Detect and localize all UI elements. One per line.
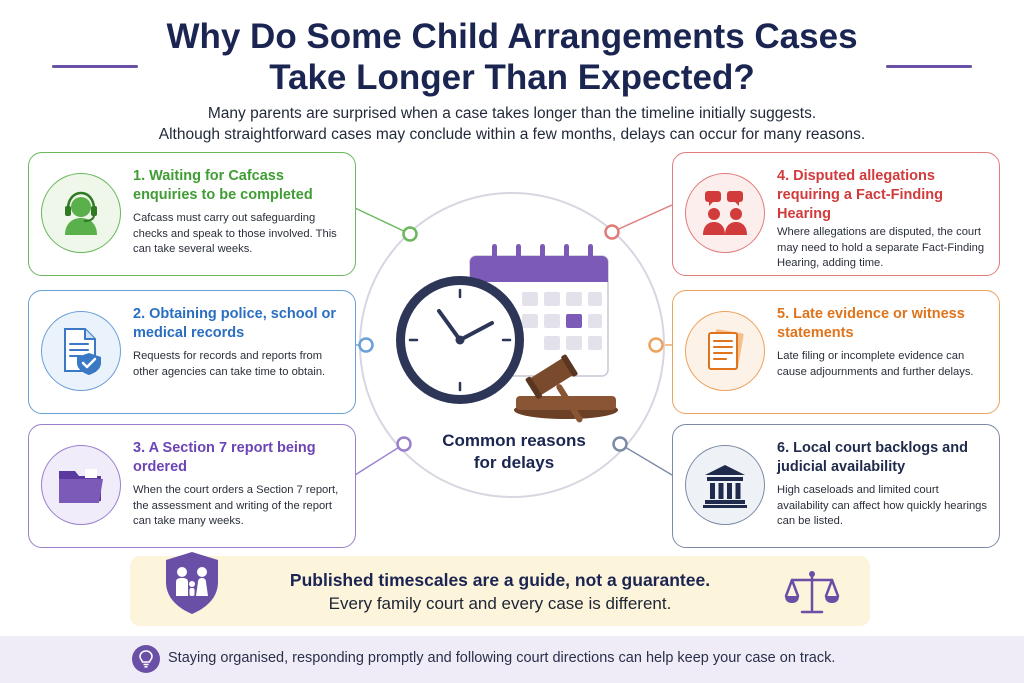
connector-1 [354, 207, 411, 235]
lightbulb-icon [132, 645, 160, 673]
icon-badge [685, 445, 765, 525]
headset-person-icon [65, 191, 97, 235]
reason-card-fact-finding: 4. Disputed allegations requiring a Fact… [672, 152, 1000, 276]
banner-title: Published timescales are a guide, not a … [289, 570, 711, 590]
document-shield-icon [64, 328, 101, 375]
card-title: 1. Waiting for Cafcass enquiries to be c… [133, 168, 313, 203]
reason-card-late-evidence: 5. Late evidence or witness statements L… [672, 290, 1000, 414]
center-label-line-1: Common reasons [442, 431, 586, 450]
card-body: High caseloads and limited court availab… [777, 484, 987, 527]
clock-icon [396, 276, 524, 404]
node-3 [396, 436, 412, 452]
connector-4 [611, 204, 673, 233]
calendar-icon [469, 244, 609, 377]
reason-card-records: 2. Obtaining police, school or medical r… [28, 290, 356, 414]
papers-icon [708, 329, 744, 370]
card-body: When the court orders a Section 7 report… [133, 484, 339, 527]
icon-badge [685, 311, 765, 391]
icon-badge [685, 173, 765, 253]
connector-3 [354, 443, 405, 476]
banner-subtitle: Every family court and every case is dif… [328, 594, 672, 613]
icon-badge [41, 173, 121, 253]
card-body: Cafcass must carry out safeguarding chec… [133, 212, 337, 255]
family-shield-icon [166, 552, 218, 614]
people-speech-icon [703, 191, 747, 235]
title-decoration-right [886, 65, 972, 68]
reason-card-court-backlogs: 6. Local court backlogs and judicial ava… [672, 424, 1000, 548]
connector-6 [619, 443, 673, 476]
card-title: 6. Local court backlogs and judicial ava… [777, 440, 968, 475]
courthouse-icon [703, 465, 747, 508]
node-6 [612, 436, 628, 452]
reason-card-cafcass: 1. Waiting for Cafcass enquiries to be c… [28, 152, 356, 276]
card-body: Requests for records and reports from ot… [133, 350, 326, 378]
card-title: 4. Disputed allegations requiring a Fact… [777, 168, 943, 222]
card-title: 2. Obtaining police, school or medical r… [133, 306, 337, 341]
icon-badge [41, 311, 121, 391]
guarantee-banner: Published timescales are a guide, not a … [130, 552, 870, 626]
card-title: 5. Late evidence or witness statements [777, 306, 965, 341]
title-line-2: Take Longer Than Expected? [269, 58, 755, 97]
card-body: Where allegations are disputed, the cour… [777, 226, 985, 269]
center-label: Common reasons for delays [414, 430, 614, 474]
card-title: 3. A Section 7 report being ordered [133, 440, 316, 475]
scales-of-justice-icon [784, 571, 840, 614]
gavel-icon [514, 354, 618, 423]
page-title: Why Do Some Child Arrangements Cases Tak… [112, 16, 912, 98]
card-body: Late filing or incomplete evidence can c… [777, 350, 974, 378]
subtitle-line-2: Although straightforward cases may concl… [158, 126, 866, 143]
node-1 [402, 226, 418, 242]
title-decoration-left [52, 65, 138, 68]
reason-card-section7: 3. A Section 7 report being ordered When… [28, 424, 356, 548]
node-4 [604, 224, 620, 240]
page-subtitle: Many parents are surprised when a case t… [60, 103, 964, 145]
folder-icon [59, 469, 103, 503]
node-5 [648, 337, 664, 353]
center-label-line-2: for delays [473, 453, 555, 472]
footer-tip: Staying organised, responding promptly a… [0, 636, 1024, 683]
subtitle-line-1: Many parents are surprised when a case t… [207, 105, 817, 122]
node-2 [358, 337, 374, 353]
icon-badge [41, 445, 121, 525]
footer-text: Staying organised, responding promptly a… [168, 650, 836, 666]
title-line-1: Why Do Some Child Arrangements Cases [166, 17, 858, 56]
